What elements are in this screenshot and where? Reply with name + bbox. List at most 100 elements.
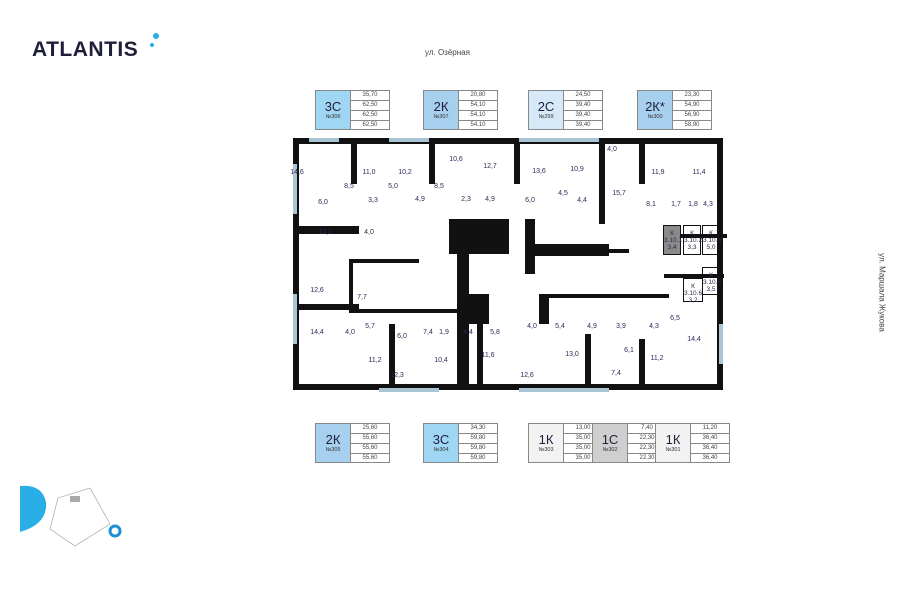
room-area-label: 7,7 [357, 294, 367, 301]
apartment-type: 2К*№300 [638, 91, 673, 129]
room-area-label: 4,0 [345, 329, 355, 336]
room-area-label: 4,9 [485, 196, 495, 203]
room-area-label: 14,6 [290, 169, 304, 176]
area-value: 35,70 [351, 91, 389, 101]
area-value: 54,90 [673, 101, 711, 111]
area-value: 55,60 [362, 455, 378, 461]
storage-area: 5,0 [706, 244, 716, 251]
room-area-label: 4,4 [577, 197, 587, 204]
room-area-label: 4,5 [558, 190, 568, 197]
area-value: 55,60 [351, 434, 389, 444]
type-label: 1К [665, 432, 681, 447]
street-label-right: ул. Маршала Жукова [877, 253, 887, 332]
area-value: 36,40 [691, 444, 729, 454]
room-area-label: 12,7 [483, 163, 497, 170]
site-minimap [20, 485, 122, 547]
area-value: 62,50 [362, 122, 378, 128]
area-value: 24,50 [564, 91, 602, 101]
storage-area: 3,3 [687, 244, 697, 251]
room-area-label: 6,0 [397, 333, 407, 340]
room-area-label: 10,9 [570, 166, 584, 173]
room-area-label: 14,4 [687, 336, 701, 343]
area-value: 54,10 [470, 122, 486, 128]
type-label: 2С [537, 99, 555, 114]
area-value: 54,10 [459, 111, 497, 121]
room-area-label: 11,4 [692, 169, 706, 176]
type-label: 1К [538, 432, 554, 447]
room-area-label: 6,5 [670, 315, 680, 322]
room-area-label: 4,0 [527, 323, 537, 330]
room-area-label: 8,5 [434, 183, 444, 190]
area-value: 39,40 [564, 111, 602, 121]
area-value: 25,60 [351, 424, 389, 434]
apartment-number: №301 [665, 447, 681, 453]
area-value: 23,30 [673, 91, 711, 101]
logo-dot [153, 33, 159, 39]
room-area-label: 4,9 [415, 196, 425, 203]
room-area-label: 10,1 [318, 229, 332, 236]
apartment-number: №306 [325, 114, 341, 120]
storage-area: 3,2 [688, 297, 698, 304]
area-value: 20,80 [459, 91, 497, 101]
area-value: 62,50 [351, 111, 389, 121]
type-label: 2К* [645, 99, 665, 114]
room-area-label: 13,0 [565, 351, 579, 358]
site-outline [49, 487, 111, 547]
room-area-label: 13,6 [532, 168, 546, 175]
type-label: 3С [432, 432, 450, 447]
apartment-number: №303 [538, 447, 554, 453]
room-area-label: 7,4 [611, 370, 621, 377]
room-area-label: 5,8 [490, 329, 500, 336]
type-label: 2К [433, 99, 449, 114]
room-area-label: 5,7 [365, 323, 375, 330]
room-area-label: 11,2 [650, 355, 664, 362]
apartment-number: №307 [433, 114, 449, 120]
room-area-label: 7,4 [423, 329, 433, 336]
room-area-label: 3,3 [368, 197, 378, 204]
room-area-label: 12,3 [390, 372, 404, 379]
room-area-label: 4,9 [587, 323, 597, 330]
room-area-label: 2,3 [461, 196, 471, 203]
area-value: 56,90 [673, 111, 711, 121]
room-area-label: 6,0 [525, 197, 535, 204]
storage-area: 3,4 [667, 244, 677, 251]
area-value: 22,30 [639, 455, 655, 461]
type-label: 1С [601, 432, 619, 447]
area-value: 58,90 [684, 122, 700, 128]
room-area-label: 5,4 [555, 323, 565, 330]
room-area-label: 10,4 [434, 357, 448, 364]
area-value: 59,80 [470, 455, 486, 461]
area-value: 62,50 [351, 101, 389, 111]
room-area-label: 5,0 [388, 183, 398, 190]
current-building [70, 496, 80, 502]
area-value: 11,20 [691, 424, 729, 434]
room-area-label: 6,1 [624, 347, 634, 354]
room-area-label: 11,2 [368, 357, 382, 364]
area-value: 59,80 [459, 434, 497, 444]
area-value: 35,00 [575, 455, 591, 461]
room-area-label: 4,0 [364, 229, 374, 236]
apartment-number: №300 [647, 114, 663, 120]
room-area-label: 10,2 [398, 169, 412, 176]
